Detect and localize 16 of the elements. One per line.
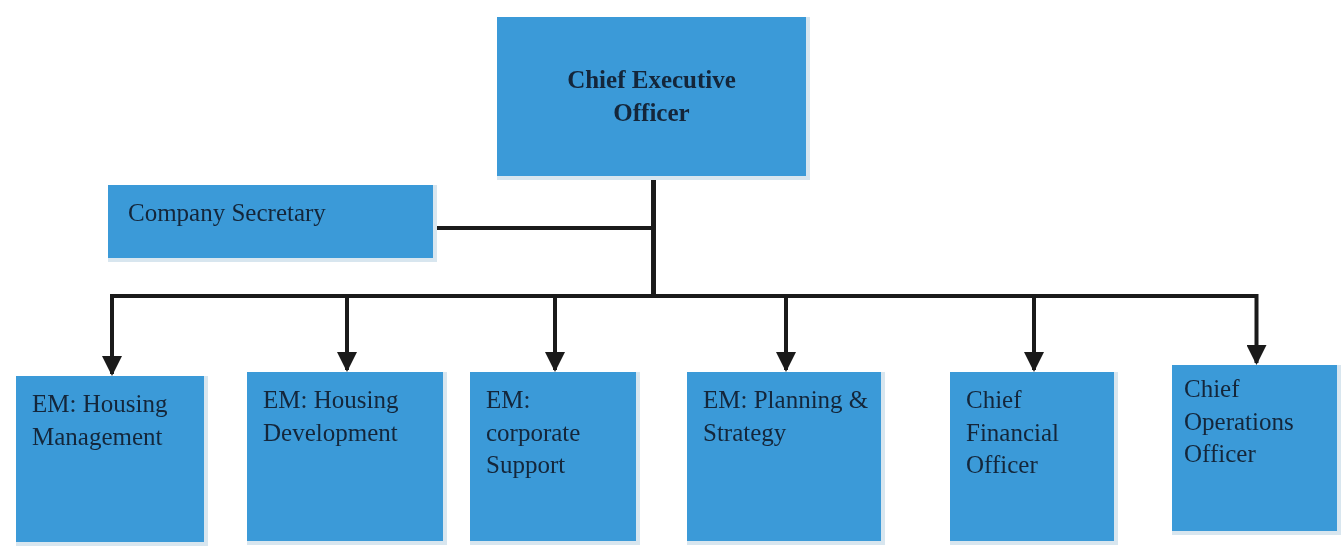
org-box	[950, 372, 1118, 545]
org-box	[247, 372, 447, 545]
org-box	[108, 185, 437, 262]
box-label: EM: corporate Support	[486, 385, 582, 480]
org-box	[16, 376, 208, 546]
box-label: Chief Financial Officer	[966, 385, 1061, 480]
box-label: EM: Planning & Strategy	[703, 385, 870, 448]
box-label: Chief Operations Officer	[1184, 374, 1295, 469]
org-box	[497, 17, 810, 180]
org-box	[687, 372, 885, 545]
org-box	[1172, 365, 1341, 535]
box-label: EM: Housing Development	[263, 385, 400, 448]
org-box	[470, 372, 640, 545]
box-label: EM: Housing Management	[32, 389, 169, 452]
box-label: Company Secretary	[128, 198, 326, 228]
box-label: Chief Executive Officer	[566, 65, 737, 128]
